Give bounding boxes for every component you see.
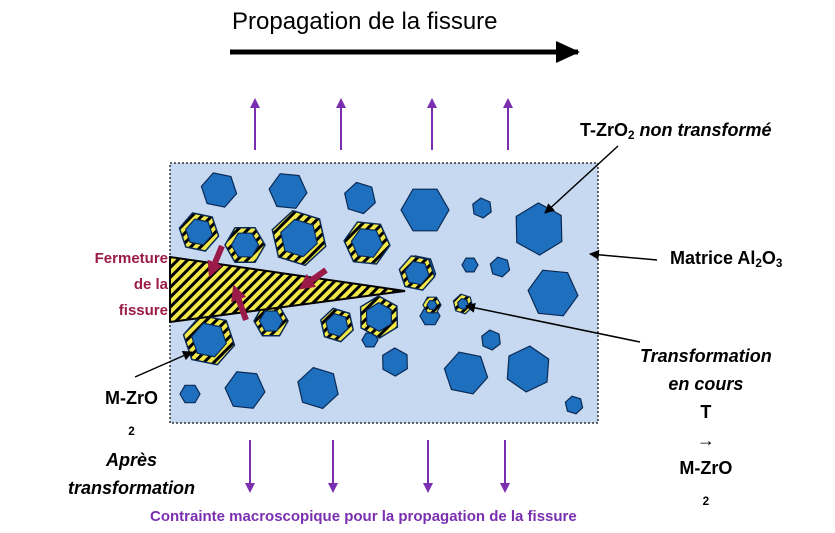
tzro-grain bbox=[443, 351, 489, 395]
top-stress-arrows bbox=[250, 98, 513, 150]
transformation-label: Transformation en cours T → M-ZrO 2 bbox=[640, 342, 772, 516]
mzro-grain-core bbox=[230, 232, 260, 258]
bottom-stress-arrows bbox=[245, 440, 510, 493]
transfo-line-3: T → M-ZrO 2 bbox=[640, 398, 772, 516]
tzro-subscript: 2 bbox=[628, 128, 635, 142]
macroscopic-stress-label: Contrainte macroscopique pour la propaga… bbox=[150, 508, 577, 525]
transfo-line-2: en cours bbox=[668, 374, 744, 394]
fermeture-line-3: fissure bbox=[118, 302, 168, 319]
tzro-grain bbox=[489, 256, 511, 278]
grains-layer bbox=[178, 172, 584, 415]
mzro-label: M-ZrO 2 Après transformation bbox=[68, 384, 195, 502]
tzro-grain bbox=[224, 371, 266, 409]
mzro-grain-core bbox=[258, 310, 284, 332]
transfo-subscript: 2 bbox=[702, 494, 710, 508]
mzro-line-2: Après bbox=[105, 449, 158, 470]
mzro-text: M-ZrO bbox=[105, 388, 158, 408]
pointer-lines bbox=[134, 145, 658, 378]
crack-wedge bbox=[169, 255, 406, 324]
tzro-grain bbox=[344, 181, 376, 215]
matrice-subscript-2: 3 bbox=[775, 256, 783, 270]
transforming-grain-core bbox=[426, 300, 438, 310]
transforming-grain-core bbox=[457, 297, 469, 311]
tzro-tail: non transformé bbox=[634, 120, 772, 140]
matrice-subscript-1: 2 bbox=[755, 256, 762, 270]
closure-arrow bbox=[231, 284, 249, 322]
mzro-grain-core bbox=[280, 218, 318, 258]
fermeture-line-1: Fermeture bbox=[94, 250, 168, 267]
pointer-matrice bbox=[589, 249, 658, 261]
closure-arrow bbox=[207, 244, 225, 278]
transfo-arrow: → bbox=[696, 430, 715, 450]
tzro-grain bbox=[200, 172, 238, 208]
mzro-grain-core bbox=[191, 322, 227, 358]
pointer-transfo bbox=[465, 302, 641, 343]
pointer-tzro bbox=[544, 145, 619, 214]
mzro-subscript: 2 bbox=[128, 424, 135, 438]
tzro-grain bbox=[564, 395, 584, 415]
mzro-grain-core bbox=[325, 313, 349, 337]
tzro-grain bbox=[268, 173, 308, 209]
tzro-grain bbox=[382, 347, 408, 377]
tzro-grain bbox=[472, 197, 492, 219]
propagation-title: Propagation de la fissure bbox=[232, 8, 498, 35]
tzro-grain bbox=[515, 202, 563, 256]
tzro-grain bbox=[400, 188, 450, 232]
mzro-line-1: M-ZrO 2 bbox=[68, 384, 195, 446]
tzro-grain bbox=[481, 329, 501, 351]
tzro-label: T-ZrO2 non transformé bbox=[580, 120, 772, 142]
crack-closure-label: Fermeture de la fissure bbox=[72, 246, 168, 324]
tzro-grain bbox=[461, 257, 479, 273]
transfo-line-1: Transformation bbox=[640, 346, 772, 366]
tzro-grain bbox=[297, 366, 339, 410]
transfo-m: M-ZrO bbox=[679, 458, 733, 478]
matrice-o: O bbox=[761, 248, 776, 268]
pointer-mzro bbox=[134, 351, 193, 378]
mzro-grain-core bbox=[350, 228, 384, 258]
crack-closure-arrows bbox=[207, 244, 328, 322]
mzro-grain-core bbox=[365, 302, 393, 332]
mzro-line-3: transformation bbox=[68, 477, 196, 498]
fermeture-line-2: de la bbox=[133, 276, 168, 293]
tzro-grain bbox=[527, 269, 579, 317]
mzro-grain-core bbox=[404, 260, 430, 286]
tzro-grain bbox=[179, 384, 201, 404]
mzro-grain-core bbox=[185, 218, 213, 246]
closure-arrow bbox=[298, 267, 328, 290]
matrice-label: Matrice Al2O3 bbox=[670, 248, 782, 270]
transfo-t: T bbox=[700, 402, 712, 422]
tzro-grain bbox=[506, 345, 550, 393]
tzro-text: T-ZrO bbox=[580, 120, 628, 140]
matrice-text: Matrice Al bbox=[670, 248, 756, 268]
